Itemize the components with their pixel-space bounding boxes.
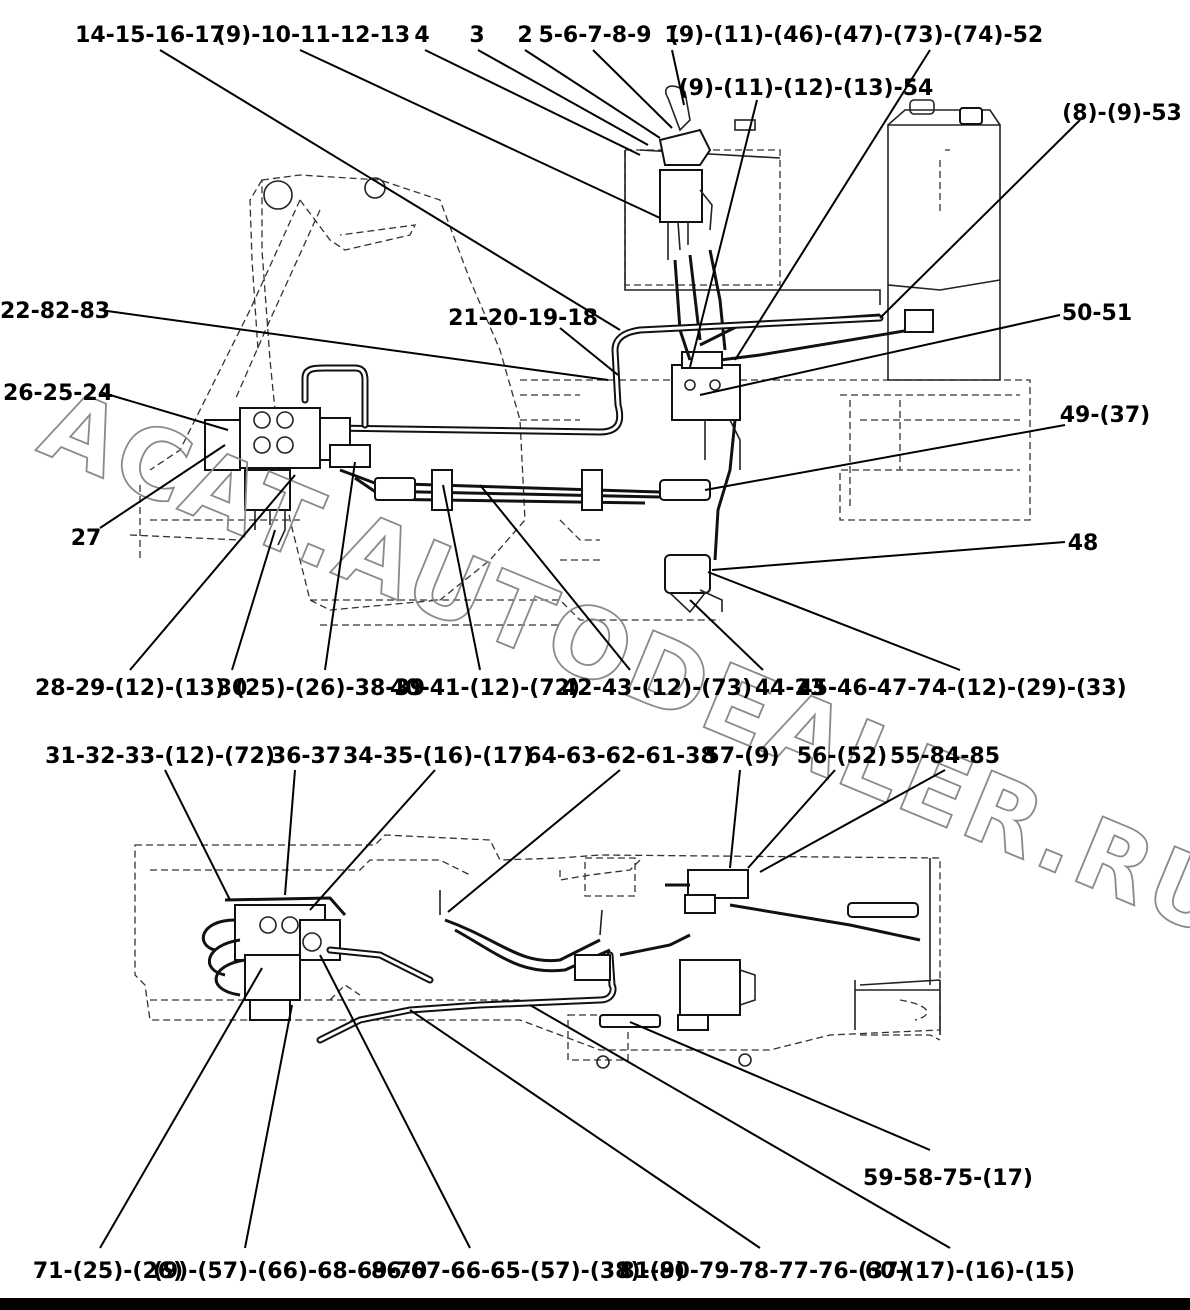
label-56-52: 56-(52) [797, 744, 887, 769]
label-59-58-75-17: 59-58-75-(17) [863, 1166, 1033, 1191]
label-21-20-19-18: 21-20-19-18 [448, 306, 598, 331]
top-assembly-drawing [129, 85, 1031, 626]
label-86-67-66-65-57-38-9: 86-67-66-65-(57)-(38)-(9) [371, 1259, 685, 1284]
label-9-57-66-68-69-70: (9)-(57)-(66)-68-69-70 [153, 1259, 427, 1284]
label-27: 27 [71, 526, 102, 551]
label-3: 3 [469, 23, 484, 48]
label-48: 48 [1068, 531, 1099, 556]
leader-lines [99, 49, 1081, 1249]
label-4: 4 [414, 23, 429, 48]
label-14-15-16-17: 14-15-16-17 [75, 23, 225, 48]
label-36-37: 36-37 [271, 744, 341, 769]
label-49-37: 49-(37) [1060, 403, 1150, 428]
label-5-6-7-8-9: 5-6-7-8-9 [538, 23, 651, 48]
label-9-10-11-12-13: (9)-10-11-12-13 [216, 23, 410, 48]
label-26-25-24: 26-25-24 [3, 381, 113, 406]
label-1: 1 [664, 23, 679, 48]
label-71-25-26: 71-(25)-(26) [33, 1259, 183, 1284]
callout-labels: 14-15-16-17 (9)-10-11-12-13 4 3 2 5-6-7-… [0, 23, 1182, 1284]
label-31-32-33-12-72: 31-32-33-(12)-(72) [45, 744, 275, 769]
label-30: 30 [217, 676, 248, 701]
label-55-84-85: 55-84-85 [890, 744, 1000, 769]
watermark-text: ACAT.AUTODEALER.RU [26, 368, 1190, 960]
bottom-assembly-drawing [134, 834, 941, 1069]
label-45-46-47-74-12-29-33: 45-46-47-74-(12)-(29)-(33) [797, 676, 1126, 701]
label-42-43-12-73: 42-43-(12)-(73) [562, 676, 752, 701]
label-2: 2 [517, 23, 532, 48]
label-28-29-12-13: 28-29-(12)-(13) [35, 676, 225, 701]
label-50-51: 50-51 [1062, 301, 1132, 326]
label-34-35-16-17: 34-35-(16)-(17) [343, 744, 533, 769]
label-9-11-46-47-73-74-52: (9)-(11)-(46)-(47)-(73)-(74)-52 [669, 23, 1043, 48]
bottom-border-bar [0, 1298, 1190, 1310]
label-44-23: 44-23 [755, 676, 825, 701]
label-40-41-12-72: 40-41-(12)-(72) [390, 676, 580, 701]
label-25-26-38-39: (25)-(26)-38-39 [235, 676, 425, 701]
label-64-63-62-61-38: 64-63-62-61-38 [526, 744, 716, 769]
label-60-17-16-15: 60-(17)-(16)-(15) [865, 1259, 1075, 1284]
label-81-80-79-78-77-76-37: 81-80-79-78-77-76-(37) [619, 1259, 908, 1284]
label-9-11-12-13-54: (9)-(11)-(12)-(13)-54 [679, 76, 934, 101]
label-57-9: 57-(9) [704, 744, 779, 769]
label-8-9-53: (8)-(9)-53 [1062, 101, 1182, 126]
label-22-82-83: 22-82-83 [0, 299, 110, 324]
